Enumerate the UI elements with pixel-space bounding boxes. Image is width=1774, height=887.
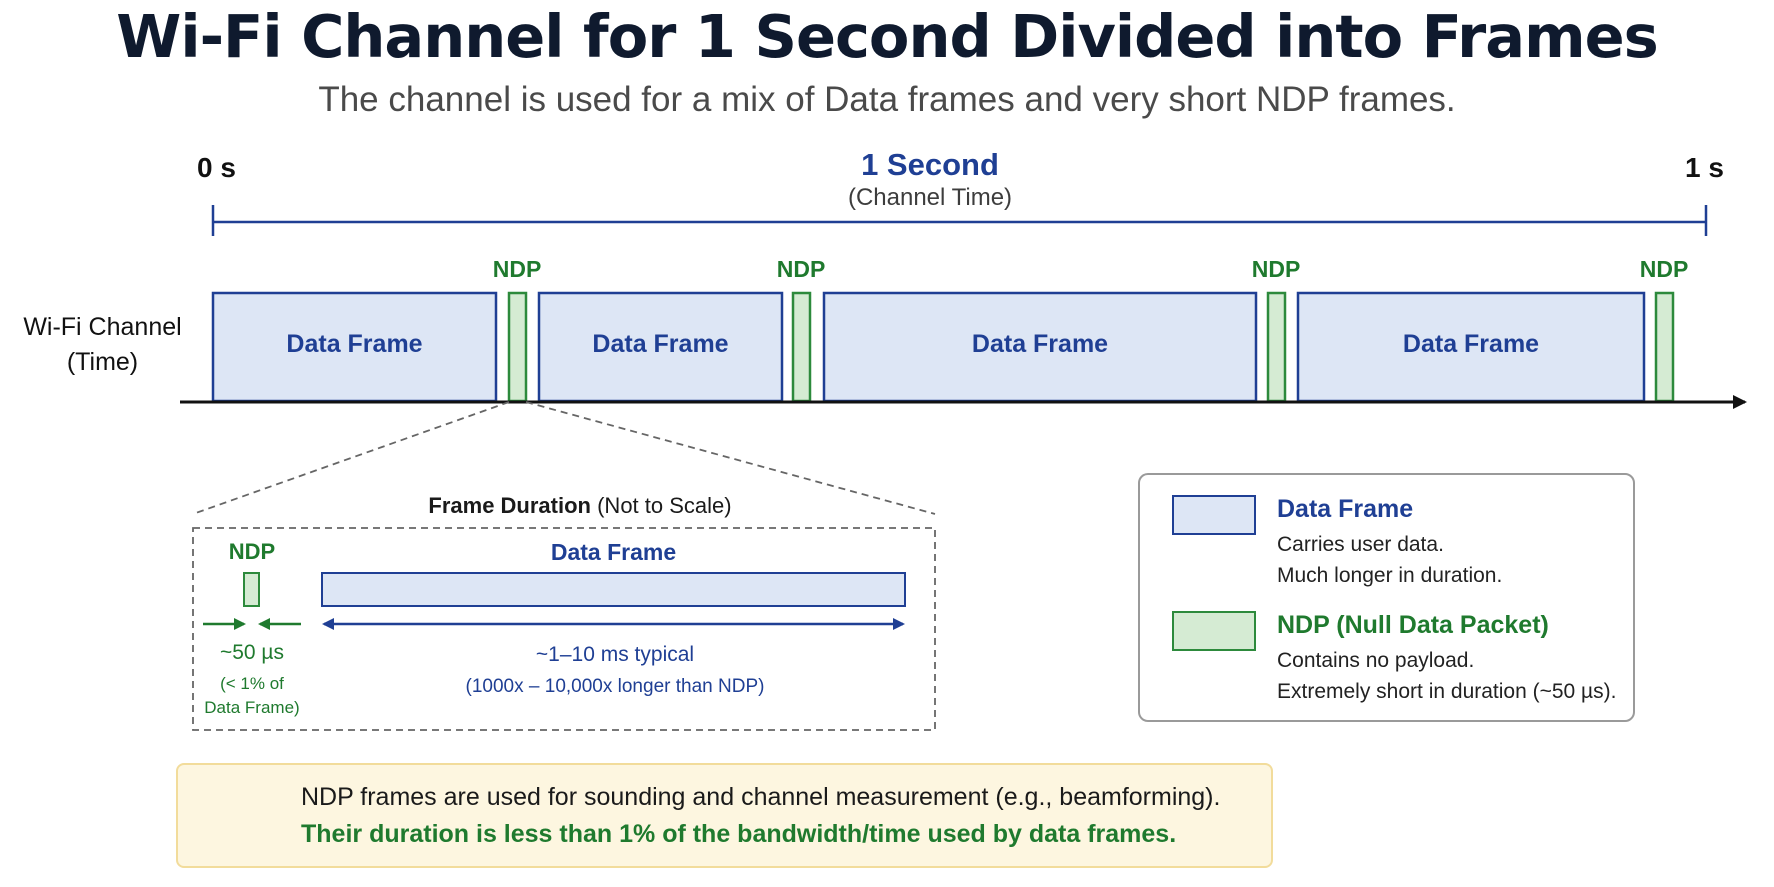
data-frame-2	[537, 291, 784, 403]
zoom-ndp-duration: ~50 µs	[219, 641, 285, 664]
data-frame-4-label: Data Frame	[1402, 330, 1540, 358]
page-subtitle: The channel is used for a mix of Data fr…	[318, 80, 1456, 119]
timeline-end-label: 1 s	[1685, 152, 1724, 183]
data-frame-4	[1296, 291, 1646, 403]
zoom-ndp-label: NDP	[228, 539, 276, 564]
channel-axis-label: Wi-Fi Channel (Time)	[0, 310, 205, 380]
ndp-frame-2-label: NDP	[776, 256, 826, 282]
zoom-data-label: Data Frame	[550, 539, 677, 565]
zoom-ndp-note: (< 1% of Data Frame)	[192, 672, 312, 720]
ndp-frame-3	[1266, 291, 1287, 403]
legend-data-swatch	[1172, 495, 1256, 535]
channel-label-line2: (Time)	[66, 348, 139, 376]
zoom-heading-rest: (Not to Scale)	[597, 493, 732, 518]
data-frame-1	[211, 291, 498, 403]
zoom-data-duration: ~1–10 ms typical	[535, 643, 695, 666]
legend-data-desc-1: Carries user data.	[1277, 533, 1444, 556]
data-frame-3-label: Data Frame	[971, 330, 1109, 358]
data-frame-3	[822, 291, 1258, 403]
zoom-data-frame	[321, 572, 906, 607]
ndp-frame-2	[791, 291, 812, 403]
legend-ndp-desc-1: Contains no payload.	[1277, 649, 1475, 672]
info-callout: NDP frames are used for sounding and cha…	[176, 763, 1273, 868]
legend: Data Frame Carries user data. Much longe…	[1138, 473, 1635, 722]
callout-line-2: Their duration is less than 1% of the ba…	[301, 820, 1177, 848]
ndp-frame-1-label: NDP	[492, 256, 542, 282]
ndp-frame-3-label: NDP	[1251, 256, 1301, 282]
timeline-start-label: 0 s	[197, 152, 236, 183]
zoom-projection-lines	[192, 401, 936, 515]
zoom-heading-bold: Frame Duration	[428, 493, 591, 518]
second-span-bracket	[211, 205, 1708, 236]
zoom-heading: Frame Duration (Not to Scale)	[380, 493, 780, 519]
zoom-ndp-note-line2: Data Frame)	[204, 698, 300, 717]
zoom-ndp-frame	[243, 572, 260, 607]
zoom-ndp-note-line1: (< 1% of	[220, 674, 284, 693]
legend-ndp-title: NDP (Null Data Packet)	[1277, 611, 1549, 639]
span-label: 1 Second	[861, 147, 999, 182]
ndp-frame-1	[507, 291, 528, 403]
zoom-box	[192, 527, 936, 731]
callout-line-1: NDP frames are used for sounding and cha…	[301, 783, 1221, 811]
legend-ndp-desc-2: Extremely short in duration (~50 µs).	[1277, 680, 1617, 703]
legend-ndp-swatch	[1172, 611, 1256, 651]
zoom-data-note: (1000x – 10,000x longer than NDP)	[465, 676, 765, 697]
legend-data-desc-2: Much longer in duration.	[1277, 564, 1503, 587]
data-frame-2-label: Data Frame	[592, 330, 729, 358]
channel-label-line1: Wi-Fi Channel	[23, 313, 182, 341]
data-frame-1-label: Data Frame	[286, 330, 423, 358]
ndp-frame-4	[1654, 291, 1675, 403]
span-sublabel: (Channel Time)	[847, 184, 1013, 211]
ndp-frame-4-label: NDP	[1639, 256, 1689, 282]
legend-data-title: Data Frame	[1277, 495, 1414, 523]
page-title: Wi-Fi Channel for 1 Second Divided into …	[116, 2, 1658, 71]
